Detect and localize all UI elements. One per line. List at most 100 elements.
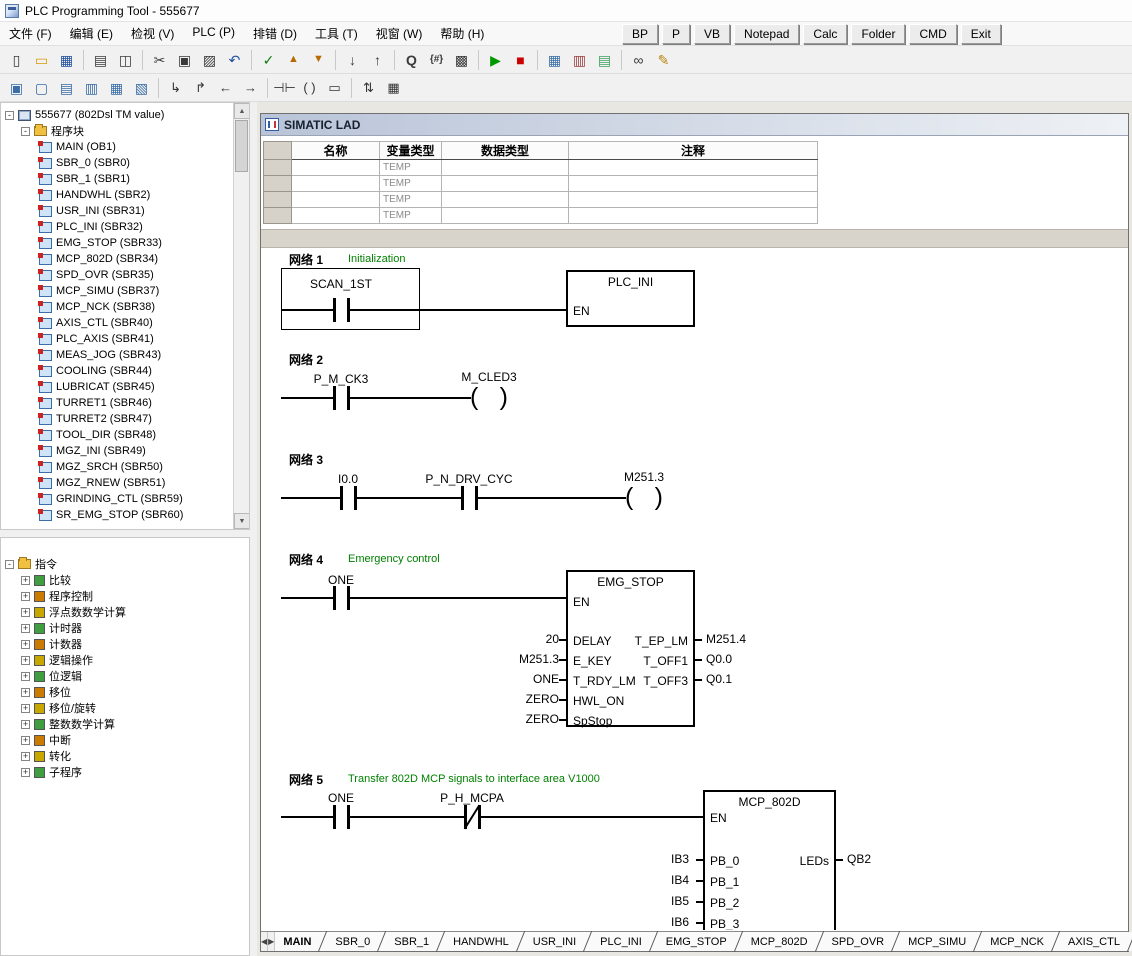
data-block-icon[interactable]: ▥ bbox=[572, 51, 587, 68]
pou-comment-icon[interactable]: ▤ bbox=[59, 79, 74, 96]
function-box[interactable]: MCP_802D EN PB_0 PB_1 PB_2 PB_3 LEDs bbox=[703, 790, 836, 930]
insert-box-icon[interactable]: ▭ bbox=[328, 80, 341, 95]
immediate-contact-icon[interactable]: ⇅ bbox=[363, 80, 374, 95]
output-operand[interactable]: Q0.0 bbox=[706, 652, 733, 666]
pou-tab[interactable]: AXIS_CTL bbox=[1059, 932, 1132, 951]
address-braces-icon[interactable]: {#} bbox=[429, 53, 444, 65]
notepad-button[interactable]: Notepad bbox=[734, 24, 800, 44]
copy-icon[interactable]: ▣ bbox=[177, 51, 192, 68]
library-icon[interactable]: ▧ bbox=[134, 79, 149, 96]
instruction-category-item[interactable]: + 移位 bbox=[21, 686, 71, 699]
expand-icon[interactable]: + bbox=[21, 686, 30, 697]
menu-item[interactable]: 工具 (T) bbox=[315, 27, 358, 41]
scrollbar-thumb[interactable] bbox=[235, 120, 248, 172]
line-left-icon[interactable]: ← bbox=[219, 80, 232, 95]
scroll-down-icon[interactable]: ▼ bbox=[234, 513, 249, 529]
input-operand[interactable]: IB6 bbox=[670, 915, 689, 929]
program-block-item[interactable]: MCP_802D (SBR34) bbox=[5, 251, 247, 267]
program-block-item[interactable]: PLC_AXIS (SBR41) bbox=[5, 331, 247, 347]
input-operand[interactable]: IB3 bbox=[670, 852, 689, 866]
coil[interactable]: () bbox=[470, 383, 508, 411]
instruction-root-row[interactable]: - 指令 bbox=[5, 556, 247, 572]
program-block-item[interactable]: HANDWHL (SBR2) bbox=[5, 187, 247, 203]
special-paste-icon[interactable]: ▩ bbox=[454, 51, 469, 68]
input-operand[interactable]: ZERO bbox=[525, 712, 559, 726]
table-editor-splitter[interactable] bbox=[261, 229, 1128, 248]
pou-tab[interactable]: SBR_1 bbox=[386, 932, 446, 951]
instruction-category-item[interactable]: + 移位/旋转 bbox=[21, 702, 97, 715]
cmd-button[interactable]: CMD bbox=[909, 24, 957, 44]
instruction-category-item[interactable]: + 程序控制 bbox=[21, 590, 93, 603]
menu-item[interactable]: 视窗 (W) bbox=[375, 27, 423, 41]
run-icon[interactable]: ▶ bbox=[490, 51, 501, 68]
instruction-category-item[interactable]: + 中断 bbox=[21, 734, 71, 747]
expand-icon[interactable]: + bbox=[21, 734, 30, 745]
program-block-item[interactable]: COOLING (SBR44) bbox=[5, 363, 247, 379]
instruction-category-item[interactable]: + 转化 bbox=[21, 750, 71, 763]
program-block-item[interactable]: LUBRICAT (SBR45) bbox=[5, 379, 247, 395]
variable-row[interactable]: TEMP bbox=[263, 175, 818, 192]
variable-row[interactable]: TEMP bbox=[263, 207, 818, 224]
stop-icon[interactable]: ■ bbox=[516, 51, 525, 68]
instruction-category-item[interactable]: + 位逻辑 bbox=[21, 670, 82, 683]
bp-button[interactable]: BP bbox=[622, 24, 659, 44]
expand-icon[interactable]: + bbox=[21, 750, 30, 761]
menu-item[interactable]: 编辑 (E) bbox=[69, 27, 114, 41]
delete-network-icon[interactable]: ▢ bbox=[34, 79, 49, 96]
negated-contact[interactable] bbox=[463, 804, 481, 830]
insert-contact-icon[interactable]: ⊣⊢ bbox=[273, 80, 296, 95]
program-block-item[interactable]: MEAS_JOG (SBR43) bbox=[5, 347, 247, 363]
save-icon[interactable]: ▦ bbox=[59, 51, 74, 68]
instruction-category-item[interactable]: + 整数数学计算 bbox=[21, 718, 115, 731]
output-operand[interactable]: QB2 bbox=[847, 852, 872, 866]
insert-network-icon[interactable]: ▣ bbox=[9, 79, 24, 96]
expand-icon[interactable]: + bbox=[21, 574, 30, 585]
pou-tab[interactable]: EMG_STOP bbox=[657, 932, 743, 951]
address-grid-icon[interactable]: ▦ bbox=[387, 80, 400, 95]
program-block-item[interactable]: EMG_STOP (SBR33) bbox=[5, 235, 247, 251]
menu-item[interactable]: 排错 (D) bbox=[253, 27, 298, 41]
program-block-item[interactable]: SPD_OVR (SBR35) bbox=[5, 267, 247, 283]
expand-icon[interactable]: + bbox=[21, 590, 30, 601]
expand-icon[interactable]: + bbox=[21, 718, 30, 729]
input-operand[interactable]: M251.3 bbox=[518, 652, 559, 666]
find-icon[interactable]: Q bbox=[406, 51, 417, 68]
download-icon[interactable]: ▼ bbox=[313, 53, 324, 65]
program-block-item[interactable]: SBR_0 (SBR0) bbox=[5, 155, 247, 171]
expand-icon[interactable]: + bbox=[21, 606, 30, 617]
contact[interactable] bbox=[340, 486, 357, 510]
expand-icon[interactable]: + bbox=[21, 702, 30, 713]
instruction-category-item[interactable]: + 浮点数数学计算 bbox=[21, 606, 126, 619]
input-operand[interactable]: IB5 bbox=[670, 894, 689, 908]
exit-button[interactable]: Exit bbox=[960, 24, 1001, 44]
variable-row[interactable]: TEMP bbox=[263, 159, 818, 176]
insert-coil-icon[interactable]: ( ) bbox=[303, 80, 316, 95]
upload-icon[interactable]: ▲ bbox=[288, 53, 299, 65]
project-tree-scrollbar[interactable]: ▲ ▼ bbox=[233, 103, 249, 529]
contact[interactable] bbox=[333, 298, 350, 322]
input-operand[interactable]: IB4 bbox=[670, 873, 689, 887]
line-down-icon[interactable]: ↳ bbox=[170, 80, 181, 95]
pou-tab[interactable]: MCP_SIMU bbox=[900, 932, 983, 951]
program-block-item[interactable]: MCP_NCK (SBR38) bbox=[5, 299, 247, 315]
contact[interactable] bbox=[333, 586, 350, 610]
pou-tab[interactable]: MCP_802D bbox=[742, 932, 824, 951]
pou-tab[interactable]: SPD_OVR bbox=[823, 932, 901, 951]
output-operand[interactable]: Q0.1 bbox=[706, 672, 733, 686]
expand-icon[interactable]: + bbox=[21, 766, 30, 777]
collapse-icon[interactable]: - bbox=[21, 126, 30, 136]
lad-window-titlebar[interactable]: SIMATIC LAD bbox=[261, 114, 1128, 136]
pou-tab[interactable]: MCP_NCK bbox=[982, 932, 1060, 951]
program-block-item[interactable]: GRINDING_CTL (SBR59) bbox=[5, 491, 247, 507]
collapse-icon[interactable]: - bbox=[5, 559, 14, 569]
program-block-item[interactable]: MGZ_SRCH (SBR50) bbox=[5, 459, 247, 475]
program-block-item[interactable]: SBR_1 (SBR1) bbox=[5, 171, 247, 187]
line-right-icon[interactable]: → bbox=[244, 80, 257, 95]
expand-icon[interactable]: + bbox=[21, 654, 30, 665]
open-project-icon[interactable]: ▭ bbox=[34, 51, 49, 68]
input-operand[interactable]: ZERO bbox=[525, 692, 559, 706]
program-status-icon[interactable]: ∞ bbox=[633, 51, 644, 68]
menu-item[interactable]: 文件 (F) bbox=[9, 27, 52, 41]
program-block-item[interactable]: TURRET2 (SBR47) bbox=[5, 411, 247, 427]
collapse-icon[interactable]: - bbox=[5, 110, 14, 120]
